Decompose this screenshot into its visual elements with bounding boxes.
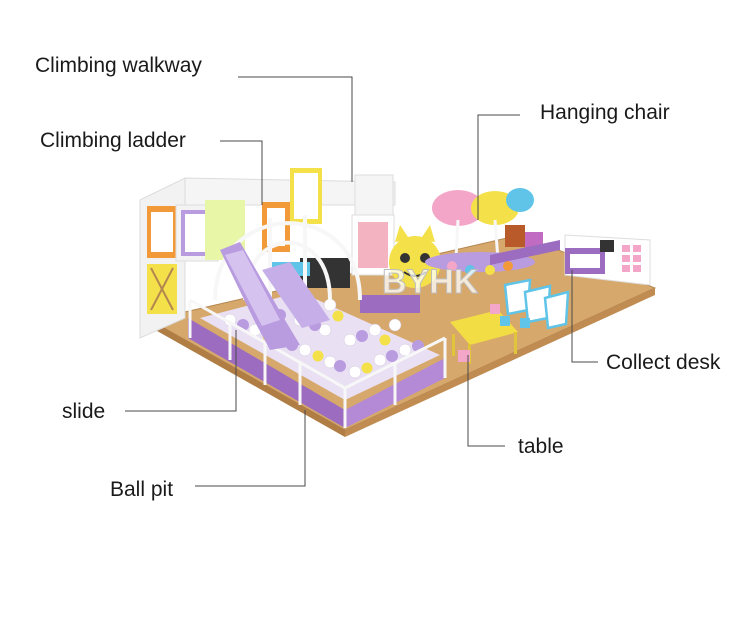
hanging-chair-area xyxy=(425,188,560,275)
easels xyxy=(503,278,570,330)
label-climbing-ladder: Climbing ladder xyxy=(40,129,186,152)
label-climbing-walkway: Climbing walkway xyxy=(35,54,202,77)
leader-table xyxy=(467,355,505,447)
leader-climbing-walkway xyxy=(238,76,353,182)
table-and-chairs xyxy=(450,304,530,364)
label-hanging-chair: Hanging chair xyxy=(540,101,670,124)
leader-hanging-chair xyxy=(477,114,520,220)
label-slide: slide xyxy=(62,400,106,423)
label-collect-desk: Collect desk xyxy=(606,351,721,374)
leader-collect-desk xyxy=(571,270,598,363)
mascot-face xyxy=(389,225,441,288)
floor-edge xyxy=(150,320,345,437)
leader-lines xyxy=(125,76,598,487)
watermark: BYHK xyxy=(382,263,479,301)
slide xyxy=(220,242,330,350)
collect-desk xyxy=(564,234,651,286)
floor-edge-right xyxy=(345,288,655,437)
label-ball-pit: Ball pit xyxy=(110,478,174,501)
leader-climbing-ladder xyxy=(220,140,263,205)
label-table: table xyxy=(518,435,564,458)
leader-ball-pit xyxy=(195,410,306,487)
ball-pit-frame xyxy=(188,298,447,428)
leader-slide xyxy=(125,330,237,412)
